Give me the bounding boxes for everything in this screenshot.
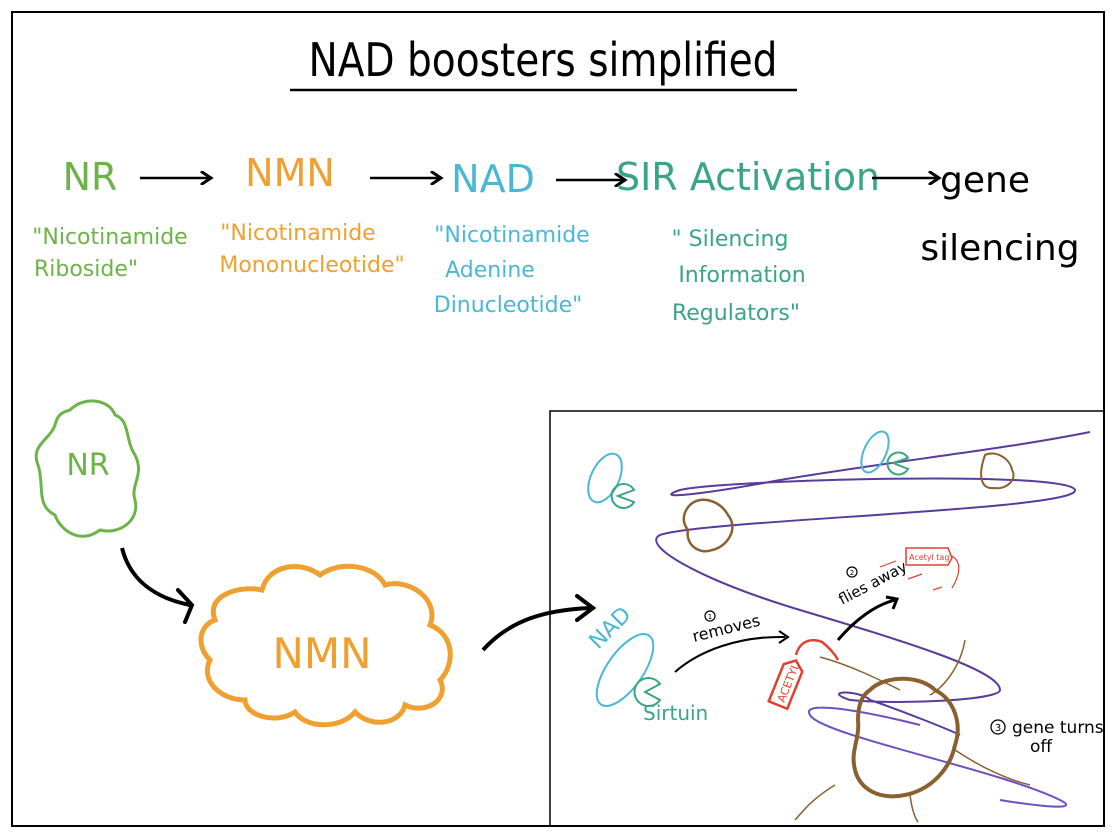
- sirtuin-label: Sirtuin: [643, 701, 708, 725]
- arrow-removes: [674, 635, 786, 673]
- flying-tag-label: Acetyl tag: [909, 553, 949, 562]
- arrow-nr-to-nmn-cloud: [120, 547, 191, 607]
- dna-strand-2: [807, 706, 1067, 808]
- step2-number: 2: [850, 569, 854, 577]
- sir-description-3: Regulators": [672, 301, 800, 326]
- flying-tag-shape: [905, 547, 953, 566]
- nmn-description-2: Mononucleotide": [219, 253, 404, 278]
- histone-large: [851, 676, 960, 799]
- gene-label: gene: [940, 160, 1030, 201]
- acetyl-tag: ACETYL: [767, 659, 804, 711]
- pathway-nmn: NMN "Nicotinamide Mononucleotide": [219, 151, 404, 278]
- arrow-head: [778, 630, 790, 644]
- pathway-gene-silencing: gene silencing: [920, 160, 1079, 269]
- nad-molecule-icon: [860, 430, 890, 474]
- histone-small-2: [980, 452, 1015, 490]
- sir-description-2: Information: [678, 263, 805, 288]
- nad-description: "Nicotinamide: [434, 223, 589, 248]
- pathway-nad: NAD "Nicotinamide Adenine Dinucleotide": [434, 157, 590, 318]
- sir-label: SIR Activation: [616, 155, 880, 199]
- inset-frame: [549, 410, 1105, 827]
- acetyl-tag-shape: [767, 659, 804, 711]
- nmn-description: "Nicotinamide: [220, 221, 375, 246]
- pathway-nr: NR "Nicotinamide Riboside": [32, 155, 187, 282]
- sirtuin-inset: NAD Sirtuin 1 removes ACETYL 2 flies awa…: [549, 410, 1105, 827]
- step2-circle: [846, 566, 858, 578]
- motion-lines: [879, 555, 960, 591]
- arrow-flies-away: [836, 598, 896, 641]
- sir-description: " Silencing: [672, 227, 789, 252]
- nr-description-2: Riboside": [34, 257, 138, 282]
- sirtuin-pacman-icon: [610, 483, 636, 509]
- step3-number: 3: [995, 723, 1001, 734]
- nmn-cloud-label: NMN: [272, 629, 371, 678]
- step1-label: removes: [690, 611, 762, 646]
- arrow-head: [575, 594, 597, 622]
- nr-blob-label: NR: [66, 448, 109, 483]
- step3-circle: [990, 719, 1006, 735]
- nr-blob: [34, 399, 141, 538]
- histone-tails: [794, 639, 1031, 823]
- nad-molecule-icon: [587, 452, 623, 504]
- nr-label: NR: [63, 155, 118, 199]
- nr-description: "Nicotinamide: [32, 225, 187, 250]
- title: NAD boosters simplified: [308, 34, 777, 88]
- arrow-head: [885, 595, 900, 610]
- nmn-cloud: [198, 563, 453, 728]
- histone-small: [682, 498, 734, 553]
- arrow-head: [176, 588, 195, 624]
- step1-number: 1: [708, 613, 712, 621]
- pathway-sir: SIR Activation " Silencing Information R…: [616, 155, 880, 326]
- step3-label: gene turns: [1012, 718, 1104, 738]
- step2-label: flies away: [835, 557, 910, 608]
- step1-circle: [704, 610, 716, 622]
- arrow-nmn-to-inset: [481, 606, 591, 652]
- nad-label: NAD: [451, 157, 535, 201]
- step3-label-2: off: [1030, 737, 1053, 757]
- flying-acetyl-tag: Acetyl tag: [879, 547, 960, 591]
- sirtuin-pacman-icon: [886, 451, 910, 476]
- nad-description-3: Dinucleotide": [434, 293, 583, 318]
- nmn-label: NMN: [245, 151, 335, 195]
- acetyl-tag-string: [794, 638, 840, 661]
- sirtuin-pacman-icon: [633, 677, 662, 707]
- nad-description-2: Adenine: [445, 258, 535, 283]
- silencing-label: silencing: [920, 228, 1079, 269]
- outer-frame: [11, 11, 1105, 827]
